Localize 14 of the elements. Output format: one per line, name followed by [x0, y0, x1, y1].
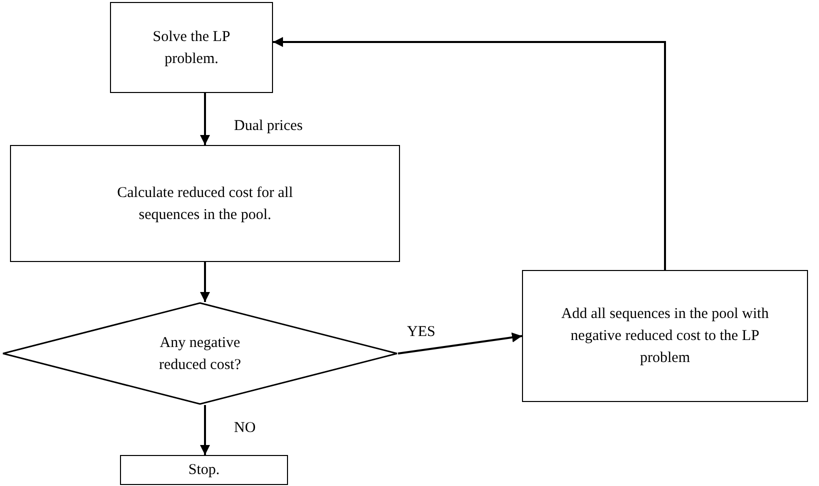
- arrow: [398, 332, 522, 354]
- arrow: [200, 262, 210, 302]
- box-text: Solve the LP problem.: [152, 28, 232, 68]
- process-box: [110, 2, 273, 93]
- box-text: Any negative reduced cost?: [158, 334, 242, 374]
- process-box: [522, 270, 808, 402]
- process-box: [120, 455, 288, 485]
- process-box: [10, 145, 400, 262]
- box-text: Calculate reduced cost for all sequences in the pool.: [116, 184, 294, 224]
- arrow: [273, 37, 666, 270]
- box-text: Stop.: [188, 461, 220, 480]
- box-text: Add all sequences in the pool with negative reduced cost to the LP problem: [560, 305, 770, 368]
- arrow: [200, 93, 210, 145]
- arrow: [200, 405, 210, 455]
